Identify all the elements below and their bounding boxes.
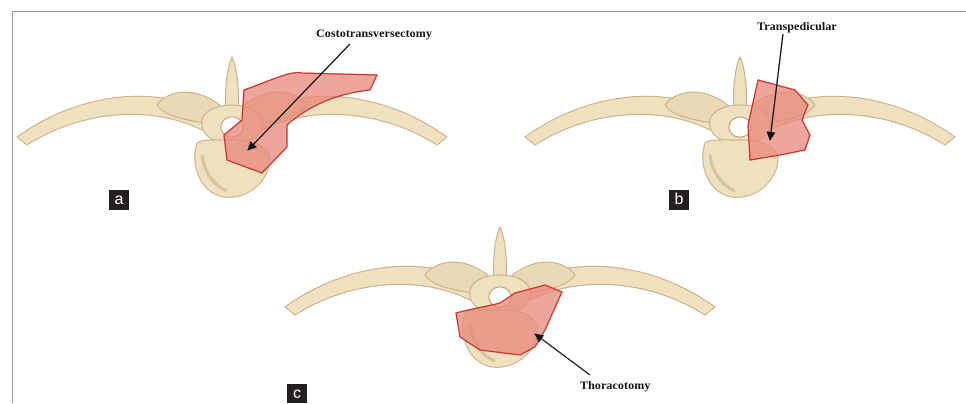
- callout-transpedicular: Transpedicular: [757, 19, 837, 34]
- callout-costotransversectomy: Costotransversectomy: [316, 26, 432, 41]
- panel-label-a: a: [109, 190, 129, 210]
- panel-a-resection-zone: [224, 72, 377, 173]
- panel-b-resection-zone: [748, 80, 810, 160]
- panel-a-vertebra: [17, 57, 447, 197]
- panel-label-b: b: [669, 190, 689, 210]
- panel-b-vertebra: [525, 57, 955, 197]
- panel-c-vertebra: [285, 227, 715, 367]
- panel-c-arrow: [535, 334, 590, 375]
- panel-label-c: c: [287, 384, 307, 403]
- callout-thoracotomy: Thoracotomy: [580, 378, 650, 393]
